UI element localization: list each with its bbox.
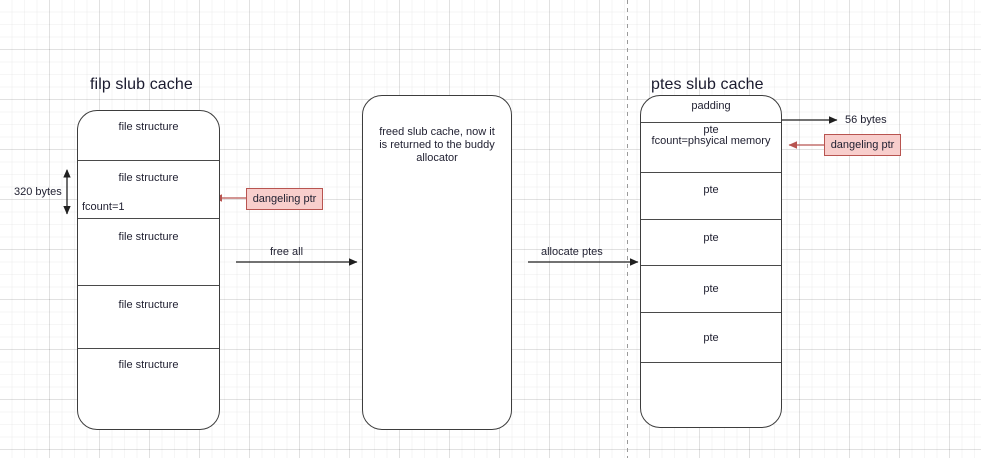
left-divider-2 [78,218,219,219]
dangling-ptr-note-left: dangeling ptr [246,188,323,210]
right-cache-title: ptes slub cache [651,76,764,93]
right-row-label-4: pte [703,332,719,344]
right-divider-3 [641,265,781,266]
right-divider-1 [641,172,781,173]
dangling-ptr-note-right: dangeling ptr [824,134,901,156]
left-row-label-1: file structure [118,172,179,184]
left-divider-1 [78,160,219,161]
right-divider-0 [641,122,781,123]
left-divider-3 [78,285,219,286]
left-row-label-3: file structure [118,299,179,311]
center-text-line-3: allocator [416,152,458,164]
left-measure-label: 320 bytes [14,186,62,198]
right-row-label-2: pte [703,232,719,244]
left-row-label-2: file structure [118,231,179,243]
left-slab-container [77,110,220,430]
left-cache-title: filp slub cache [90,76,193,93]
right-row-label-3: pte [703,283,719,295]
allocate-ptes-label: allocate ptes [541,246,603,258]
right-divider-5 [641,362,781,363]
center-text-line-1: freed slub cache, now it [379,126,495,138]
free-all-label: free all [270,246,304,258]
right-row-sublabel-fcount: fcount=phsyical memory [651,135,771,147]
left-divider-4 [78,348,219,349]
left-row-label-0: file structure [118,121,179,133]
left-row-sublabel-fcount: fcount=1 [82,201,125,213]
right-row-label-1: pte [703,184,719,196]
right-slab-container [640,95,782,428]
right-divider-4 [641,312,781,313]
center-text-line-2: is returned to the buddy [379,139,495,151]
left-row-label-4: file structure [118,359,179,371]
right-padding-label: padding [691,100,731,112]
center-slab-container [362,95,512,430]
right-row-label-0: pte [703,124,719,136]
right-divider-2 [641,219,781,220]
right-measure-label: 56 bytes [845,114,887,126]
